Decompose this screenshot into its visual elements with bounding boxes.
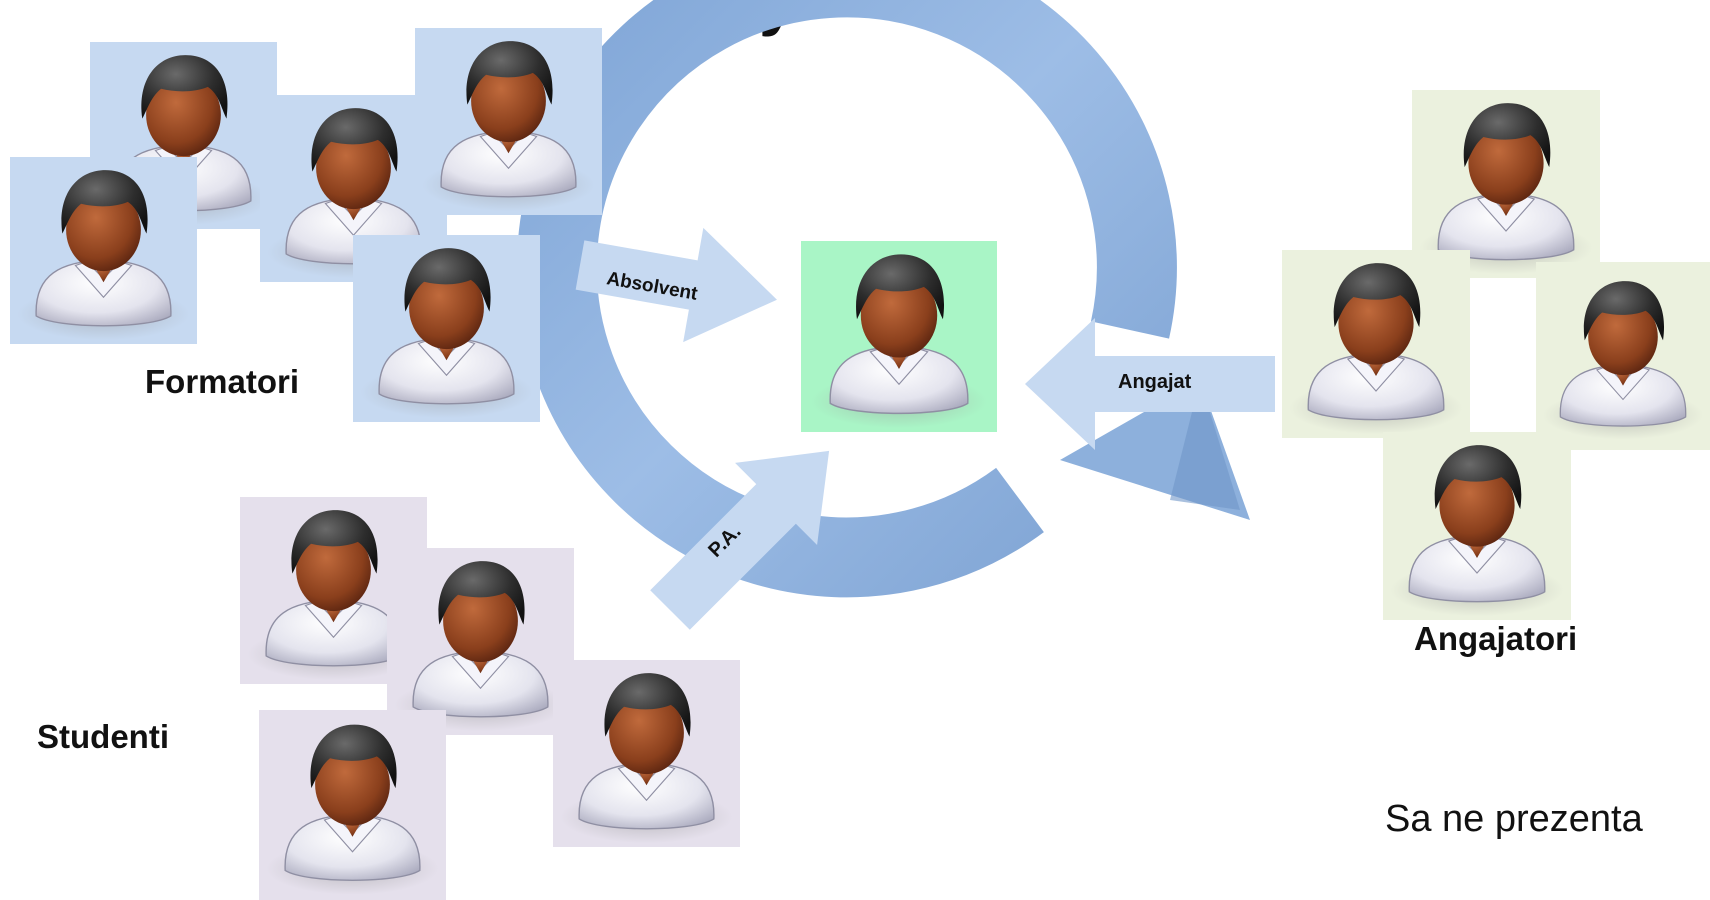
person-icon — [394, 561, 567, 732]
center-person-tile — [801, 241, 997, 432]
formatori-person-tile — [353, 235, 540, 422]
footer-text: Sa ne prezenta — [1385, 798, 1643, 840]
angajatori-person-tile — [1412, 90, 1600, 278]
person-icon — [247, 510, 420, 681]
angajat-label: Angajat — [1118, 371, 1192, 393]
person-icon — [1390, 445, 1564, 617]
formatori-person-tile — [415, 28, 602, 215]
person-icon — [811, 254, 987, 429]
angajatori-person-tile — [1282, 250, 1470, 438]
person-icon — [1289, 263, 1463, 435]
studenti-person-tile — [240, 497, 427, 684]
person-icon — [560, 673, 733, 844]
person-icon — [1542, 281, 1704, 440]
studenti-person-tile — [387, 548, 574, 735]
studenti-person-tile — [259, 710, 446, 900]
formatori-person-tile — [10, 157, 197, 344]
angajatori-person-tile — [1383, 432, 1571, 620]
angajatori-label: Angajatori — [1414, 620, 1578, 657]
person-icon — [422, 41, 595, 212]
person-icon — [266, 724, 439, 895]
angajatori-person-tile — [1536, 262, 1710, 450]
person-icon — [360, 248, 533, 419]
formatori-label: Formatori — [145, 363, 300, 400]
studenti-person-tile — [553, 660, 740, 847]
person-icon — [1419, 103, 1593, 275]
studenti-label: Studenti — [37, 718, 169, 755]
person-icon — [17, 170, 190, 341]
